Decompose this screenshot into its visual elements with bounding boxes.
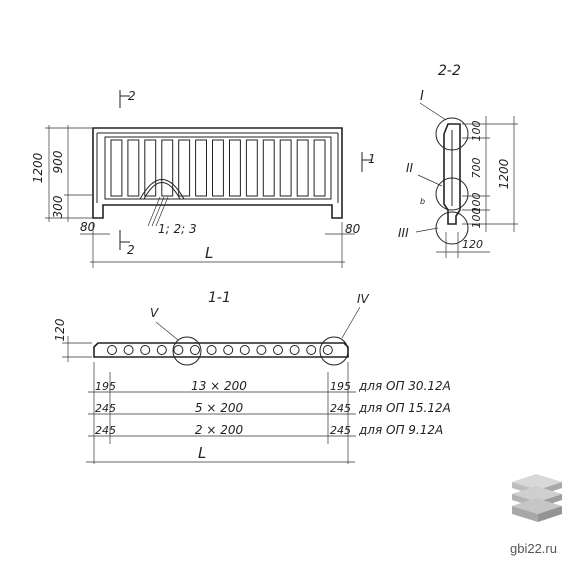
- dimension-row: 195 13 × 200 195 для ОП 30.12А: [88, 379, 451, 393]
- dim-lower: 300: [51, 195, 65, 218]
- node-2-circle: [435, 177, 469, 211]
- dim-upper: 900: [51, 150, 65, 173]
- row-center-dim: 5 × 200: [195, 401, 244, 415]
- panel-bar: [279, 139, 292, 197]
- node-4-label: IV: [357, 292, 370, 306]
- panel-bar: [313, 139, 326, 197]
- row-right-dim: 245: [330, 424, 351, 437]
- slab-hole: [140, 345, 151, 355]
- node-3-circle: [435, 211, 469, 245]
- row-note: для ОП 9.12А: [358, 423, 443, 437]
- node-3-label: III: [398, 226, 409, 240]
- slab-holes: [107, 345, 333, 355]
- panel-bar: [195, 139, 208, 197]
- node-4-circle: [319, 336, 349, 366]
- slab-hole: [156, 345, 167, 355]
- slab-hole: [190, 345, 200, 355]
- cut-2-top: 2: [128, 89, 136, 103]
- row-center-dim: 2 × 200: [195, 423, 244, 437]
- slab-hole: [239, 345, 250, 355]
- row-left-dim: 245: [95, 402, 116, 415]
- sec1-dim-height: 120: [53, 318, 67, 341]
- dim-right-edge: 80: [345, 222, 361, 236]
- sec2-dim-top: 100: [470, 121, 483, 142]
- site-logo: [512, 474, 562, 522]
- node-5-label: V: [150, 306, 159, 320]
- panel-outline: [92, 127, 343, 219]
- row-left-dim: 195: [95, 380, 116, 393]
- slab-hole: [107, 345, 117, 355]
- panel-bar: [245, 139, 258, 197]
- cut-1-top: 1: [368, 152, 376, 166]
- row-left-dim: 245: [95, 424, 116, 437]
- slab-hole: [206, 345, 217, 355]
- dimension-row: 245 5 × 200 245 для ОП 15.12А: [88, 401, 451, 415]
- slab-hole: [306, 345, 317, 355]
- length-symbol-elevation: L: [205, 244, 213, 262]
- dimension-row: 245 2 × 200 245 для ОП 9.12А: [88, 423, 443, 437]
- node-2-label: II: [406, 161, 414, 175]
- small-mark: b: [420, 197, 425, 206]
- cut-2-bottom: 2: [127, 243, 135, 257]
- panel-bar: [178, 139, 191, 197]
- node-1-label: I: [420, 89, 424, 104]
- sec2-dim-width: 120: [462, 238, 483, 251]
- slab-hole: [322, 345, 333, 355]
- panel-bar: [110, 139, 123, 197]
- sec2-dim-total: 1200: [497, 158, 511, 189]
- node-5-circle: [172, 336, 202, 366]
- elevation-view: 1; 2; 3 1200 900 300 80 80 L 2 2 1: [31, 89, 376, 268]
- sec2-dim-bot1: 100: [470, 193, 483, 214]
- panel-bar: [296, 139, 309, 197]
- panel-bar: [212, 139, 224, 197]
- row-right-dim: 195: [330, 380, 351, 393]
- row-center-dim: 13 × 200: [191, 379, 247, 393]
- dim-left-edge: 80: [80, 220, 96, 234]
- row-note: для ОП 15.12А: [358, 401, 451, 415]
- section-2-2: 2-2 I II III b 100 700 100 100 1200 120: [398, 63, 518, 258]
- panel-bar: [144, 139, 157, 197]
- panel-bar: [161, 139, 174, 197]
- site-watermark: gbi22.ru: [510, 541, 557, 556]
- length-symbol-section: L: [198, 444, 206, 462]
- row-right-dim: 245: [330, 402, 351, 415]
- slab-hole: [223, 345, 234, 355]
- node-1-circle: [435, 117, 469, 151]
- section-1-1: 1-1 V IV 120 195 13 × 200 195 для ОП 30.12А…: [53, 290, 451, 464]
- slab-hole: [173, 345, 184, 355]
- reinforcement-note: 1; 2; 3: [158, 222, 197, 236]
- slab-hole: [289, 345, 300, 355]
- dim-total-height: 1200: [31, 152, 45, 183]
- sec2-dim-mid: 700: [470, 158, 483, 179]
- panel-bar: [229, 139, 241, 197]
- sec2-dim-bot2: 100: [470, 208, 483, 229]
- slab-hole: [256, 345, 267, 355]
- slab-hole: [123, 345, 134, 355]
- panel-bar: [262, 139, 275, 197]
- panel-bars: [110, 139, 326, 197]
- section-2-2-title: 2-2: [438, 63, 461, 79]
- row-note: для ОП 30.12А: [358, 379, 451, 393]
- section-2-2-profile: [443, 123, 461, 225]
- slab-hole: [273, 345, 283, 355]
- panel-bar: [127, 139, 140, 197]
- section-1-1-profile: [93, 342, 349, 358]
- section-1-1-title: 1-1: [208, 290, 231, 306]
